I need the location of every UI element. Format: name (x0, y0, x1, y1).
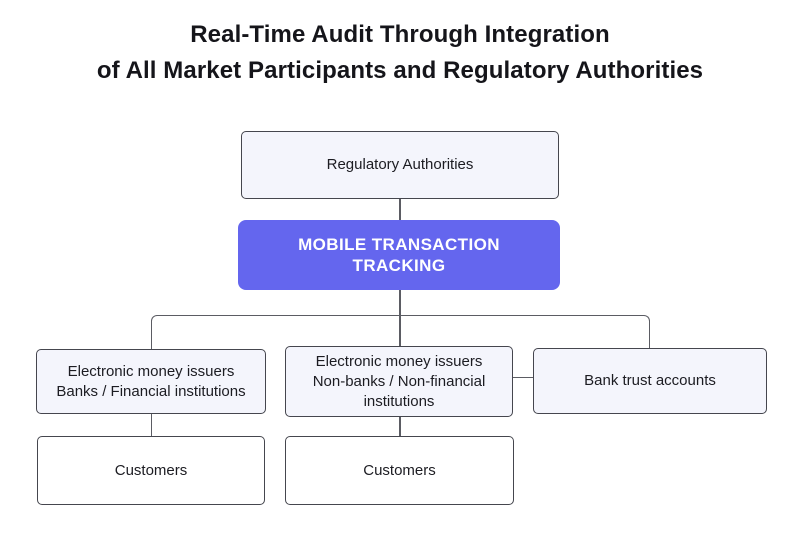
connector-emi-nonbanks-to-customers (399, 417, 401, 436)
node-regulatory-authorities: Regulatory Authorities (241, 131, 559, 199)
node-tracking-label-line-1: MOBILE TRANSACTION (298, 235, 500, 254)
node-emi-nonbanks-label-line-1: Electronic money issuers (315, 352, 483, 370)
node-bank-trust-accounts-label: Bank trust accounts (584, 372, 716, 389)
connector-regulatory-to-tracking (399, 199, 401, 220)
connector-emi-nonbanks-to-bank-trust (513, 376, 533, 378)
node-emi-banks-label-line-2: Banks / Financial institutions (56, 382, 246, 400)
page-title-line-2: of All Market Participants and Regulator… (96, 57, 704, 84)
node-emi-banks: Electronic money issuers Banks / Financi… (36, 349, 266, 414)
node-emi-nonbanks-label-line-2: Non-banks / Non-financial (312, 372, 486, 390)
node-emi-banks-label-line-1: Electronic money issuers (67, 362, 235, 380)
connector-emi-banks-to-customers (150, 414, 152, 436)
node-customers-left-label: Customers (114, 461, 188, 479)
page-title-line-1: Real-Time Audit Through Integration (190, 21, 610, 48)
node-customers-middle: Customers (285, 436, 514, 505)
node-mobile-transaction-tracking: MOBILE TRANSACTION TRACKING (238, 220, 560, 290)
node-customers-middle-label: Customers (363, 461, 436, 479)
node-tracking-label-line-2: TRACKING (352, 256, 446, 275)
node-bank-trust-accounts: Bank trust accounts (533, 348, 767, 414)
node-emi-nonbanks: Electronic money issuers Non-banks / Non… (285, 346, 513, 417)
connector-tracking-to-emi-nonbanks (399, 290, 401, 346)
node-emi-nonbanks-label-line-3: institutions (363, 392, 435, 410)
node-customers-left: Customers (37, 436, 265, 505)
page-title: Real-Time Audit Through Integration of A… (0, 17, 800, 89)
node-regulatory-authorities-label: Regulatory Authorities (326, 156, 474, 173)
connector-branch-rail (150, 315, 650, 349)
